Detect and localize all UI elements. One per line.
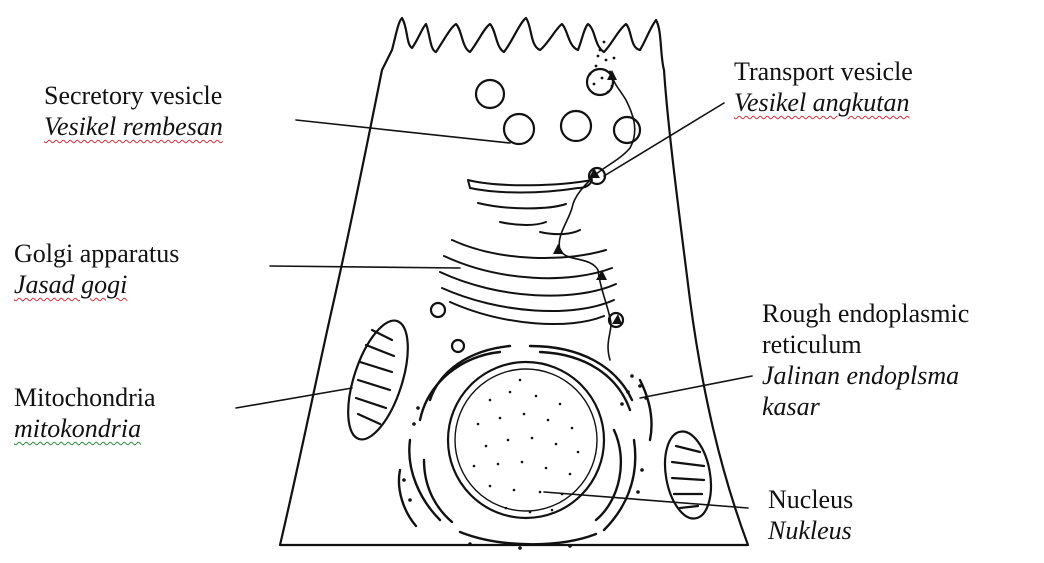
- nucleus-ms: Nukleus: [768, 515, 853, 546]
- golgi-stack: [440, 180, 616, 324]
- rough-er: [399, 346, 652, 544]
- leader-golgi: [270, 266, 460, 268]
- mitochondria-ms: mitokondria: [14, 413, 156, 444]
- label-mitochondria: Mitochondria mitokondria: [14, 382, 156, 444]
- rer-en-line1: Rough endoplasmic: [762, 298, 969, 329]
- mitochondria-en: Mitochondria: [14, 382, 156, 413]
- label-golgi: Golgi apparatus Jasad gogi: [14, 238, 179, 300]
- nucleus-en: Nucleus: [768, 484, 853, 515]
- leader-rer: [640, 376, 752, 398]
- leader-secretory-vesicle: [296, 120, 510, 143]
- golgi-ms: Jasad gogi: [14, 269, 179, 300]
- secretory-vesicle-ms: Vesikel rembesan: [44, 111, 223, 142]
- leader-transport-vesicle: [604, 103, 724, 176]
- rer-ms-line2: kasar: [762, 391, 969, 422]
- label-nucleus: Nucleus Nukleus: [768, 484, 853, 546]
- cell-membrane: [280, 18, 748, 545]
- transport-vesicle-ms: Vesikel angkutan: [734, 87, 913, 118]
- rer-en-line2: reticulum: [762, 329, 969, 360]
- rer-ms-line1: Jalinan endoplsma: [762, 360, 969, 391]
- secretory-vesicles: [476, 69, 640, 144]
- label-transport-vesicle: Transport vesicle Vesikel angkutan: [734, 56, 913, 118]
- golgi-en: Golgi apparatus: [14, 238, 179, 269]
- secretory-vesicle-en: Secretory vesicle: [44, 80, 223, 111]
- mitochondrion-left: [336, 314, 420, 447]
- label-rough-er: Rough endoplasmic reticulum Jalinan endo…: [762, 298, 969, 422]
- transport-vesicle-en: Transport vesicle: [734, 56, 913, 87]
- mitochondrion-right: [659, 428, 718, 522]
- label-secretory-vesicle: Secretory vesicle Vesikel rembesan: [44, 80, 223, 142]
- leader-mitochondria: [236, 388, 352, 408]
